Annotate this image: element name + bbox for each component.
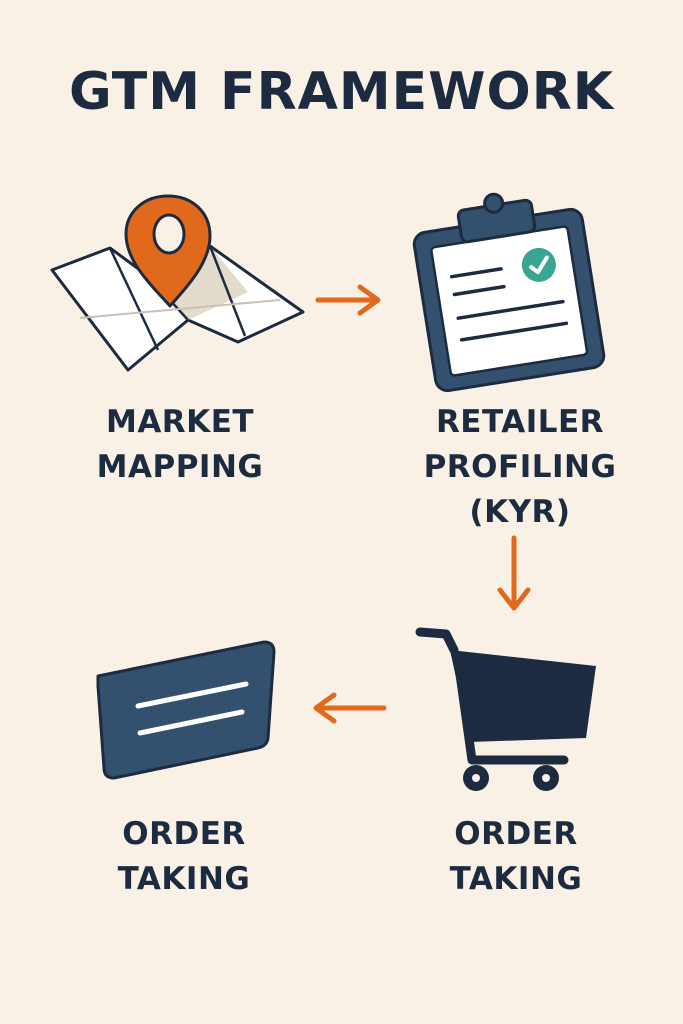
map-pin-icon (50, 194, 305, 372)
arrow-down-icon (497, 535, 531, 611)
shopping-cart-icon (415, 627, 596, 791)
step-label-market-mapping: MARKET MAPPING (96, 404, 264, 485)
step-label-order-taking-card: ORDER TAKING (117, 816, 251, 897)
page-title: GTM FRAMEWORK (68, 62, 615, 122)
step-label-order-taking-cart: ORDER TAKING (449, 816, 583, 897)
arrow-left-icon (313, 692, 387, 724)
order-card-icon (96, 640, 276, 780)
step-label-retailer-profiling: RETAILER PROFILING (KYR) (423, 404, 617, 530)
arrow-right-icon (315, 284, 381, 316)
clipboard-check-icon (412, 192, 606, 393)
